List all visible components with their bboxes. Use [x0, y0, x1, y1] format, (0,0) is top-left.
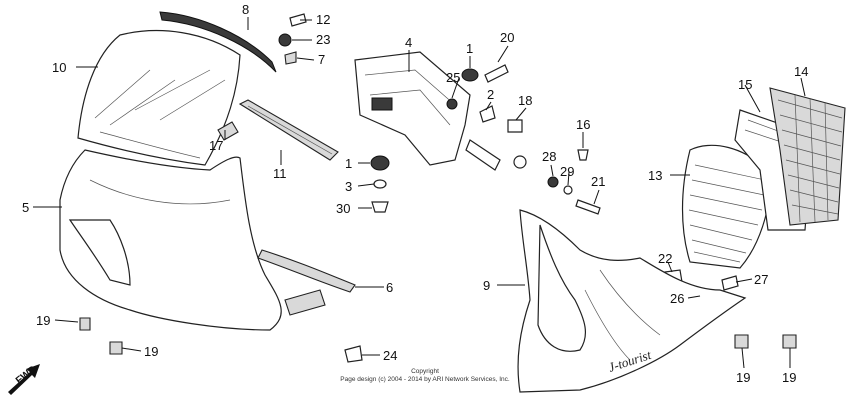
callout-11: 11	[273, 166, 287, 181]
nut-28	[547, 176, 559, 188]
callout-21: 21	[591, 174, 605, 189]
windscreen-part-10	[77, 30, 241, 166]
clip-19-lower	[109, 341, 123, 355]
callout-30: 30	[336, 201, 350, 216]
callout-16: 16	[576, 117, 590, 132]
leader-lines	[33, 17, 806, 369]
clip-7	[284, 51, 297, 65]
callout-8: 8	[242, 2, 249, 17]
callout-22: 22	[658, 251, 672, 266]
mesh-screen-part-14	[769, 87, 846, 226]
copyright-notice: Copyright Page design (c) 2004 - 2014 by…	[300, 368, 550, 384]
fwd-arrow-icon	[8, 364, 40, 395]
callout-10: 10	[52, 60, 66, 75]
copyright-line-1: Copyright	[411, 368, 439, 375]
callout-25: 25	[446, 70, 460, 85]
collar-25	[446, 98, 458, 110]
callout-19-left: 19	[36, 313, 50, 328]
screw-21	[575, 199, 601, 215]
tag-part-17	[217, 121, 239, 141]
callout-27: 27	[754, 272, 768, 287]
callout-7: 7	[318, 52, 325, 67]
copyright-line-2: Page design (c) 2004 - 2014 by ARI Netwo…	[340, 376, 510, 383]
clip-19-right-a	[734, 334, 749, 349]
callout-1-lower: 1	[345, 156, 352, 171]
collar-3	[373, 179, 387, 189]
callout-4: 4	[405, 35, 412, 50]
callout-labels: 8 10 12 23 7 4 1 20 25 2 18 17 11 1 3 30…	[22, 2, 808, 385]
upper-cowl-part-5	[59, 149, 326, 331]
callout-23: 23	[316, 32, 330, 47]
washer-29	[563, 185, 573, 195]
bolt-20	[484, 64, 509, 83]
grommet-1-upper	[461, 68, 479, 82]
bolt-24	[344, 345, 363, 363]
bolt-30	[371, 201, 389, 213]
callout-28: 28	[542, 149, 556, 164]
callout-1-upper: 1	[466, 41, 473, 56]
callout-13: 13	[648, 168, 662, 183]
callout-26: 26	[670, 291, 684, 306]
callout-2: 2	[487, 87, 494, 102]
callout-19-right-b: 19	[782, 370, 796, 385]
callout-18: 18	[518, 93, 532, 108]
bracket-stay-part-4	[354, 51, 527, 171]
trim-strip-part-11	[238, 99, 339, 161]
screw-12	[289, 13, 307, 27]
grommet-1-lower	[370, 155, 390, 171]
callout-3: 3	[345, 179, 352, 194]
lower-cowl-part-9: J-tourist	[517, 209, 747, 393]
clip-19-right-b	[782, 334, 797, 349]
callout-17: 17	[209, 138, 223, 153]
screw-27	[721, 275, 739, 291]
bolt-18	[507, 119, 523, 133]
nut-23	[278, 33, 292, 47]
callout-29: 29	[560, 164, 574, 179]
callout-19-lower: 19	[144, 344, 158, 359]
trim-strip-part-8	[159, 11, 277, 73]
callout-12: 12	[316, 12, 330, 27]
vent-grille-part-13	[681, 144, 773, 269]
clip-19-left	[79, 317, 91, 331]
callout-15: 15	[738, 77, 752, 92]
callout-14: 14	[794, 64, 808, 79]
callout-24: 24	[383, 348, 397, 363]
callout-20: 20	[500, 30, 514, 45]
callout-5: 5	[22, 200, 29, 215]
trim-strip-part-6	[257, 249, 356, 293]
callout-9: 9	[483, 278, 490, 293]
callout-6: 6	[386, 280, 393, 295]
nut-2	[479, 105, 496, 123]
clip-16	[577, 149, 589, 161]
callout-19-right-a: 19	[736, 370, 750, 385]
